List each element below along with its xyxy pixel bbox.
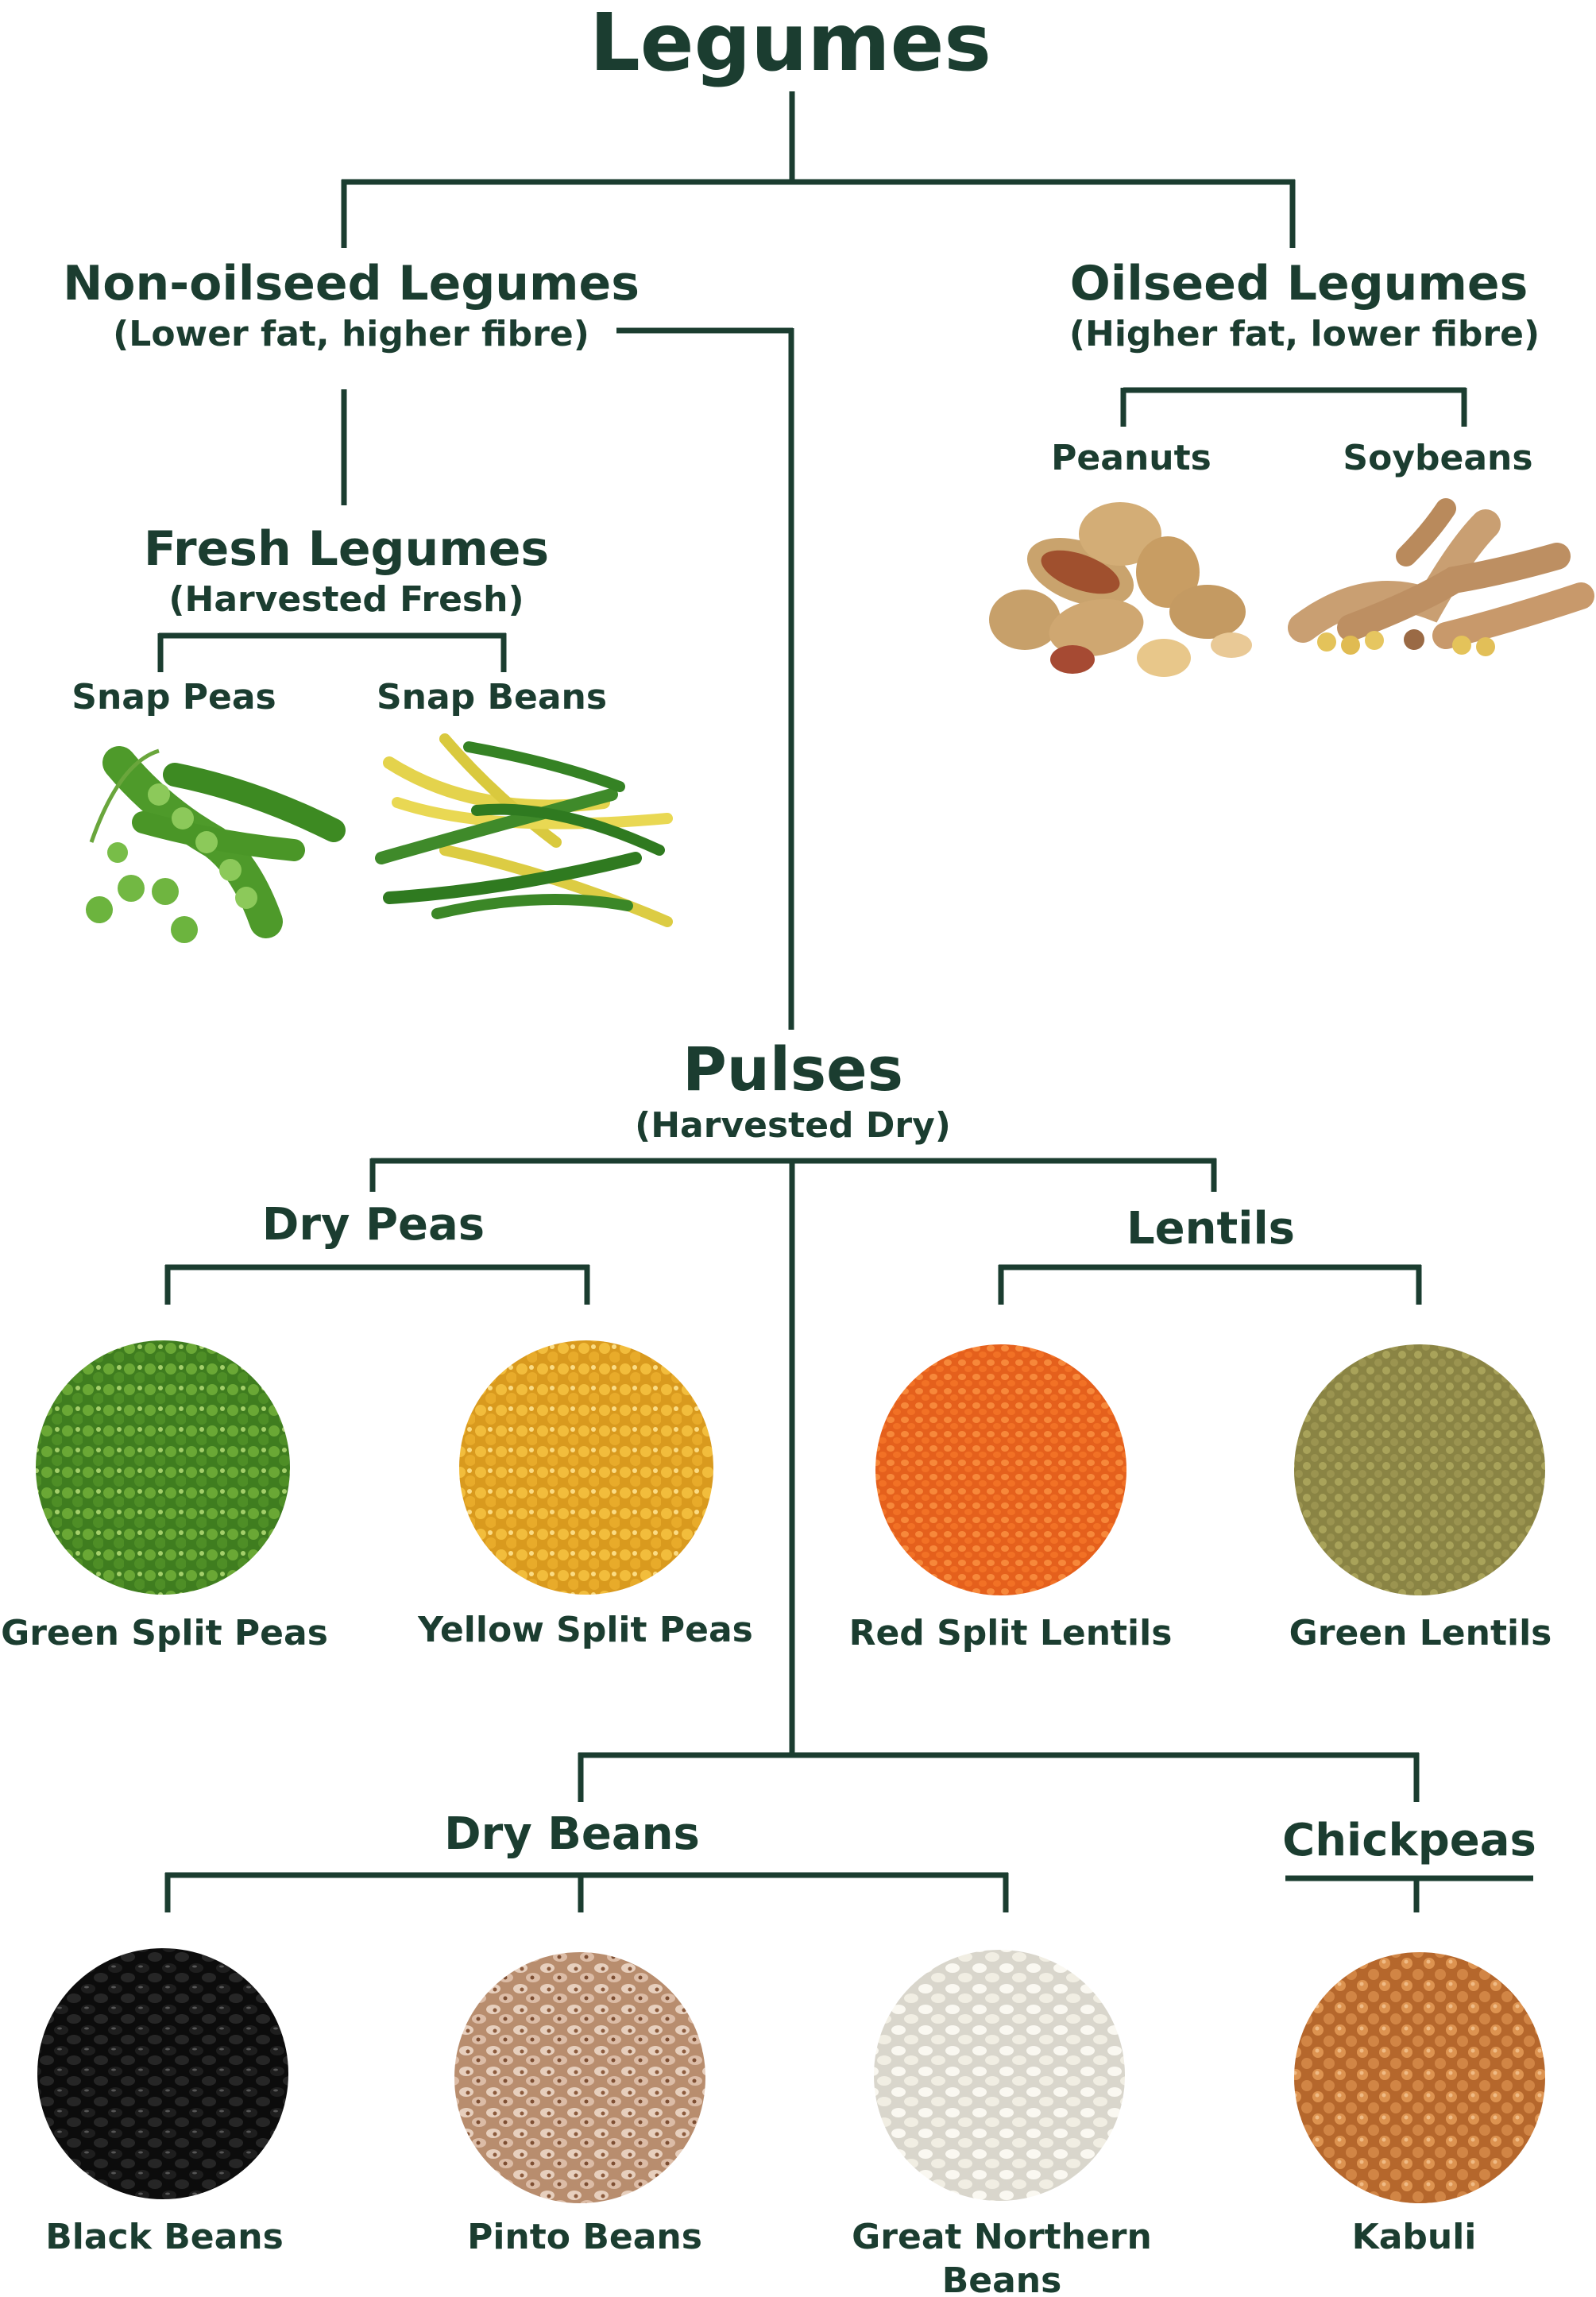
label-great-northern-beans: Beans bbox=[942, 2260, 1062, 2297]
fresh-subtitle: (Harvested Fresh) bbox=[168, 579, 524, 620]
label-pinto-beans: Pinto Beans bbox=[467, 2217, 702, 2257]
non-oilseed-subtitle: (Lower fat, higher fibre) bbox=[113, 314, 589, 354]
green-split-peas-image bbox=[36, 1340, 290, 1595]
dry-beans-title: Dry Beans bbox=[444, 1808, 700, 1860]
label-kabuli: Kabuli bbox=[1352, 2217, 1477, 2257]
kabuli-image bbox=[1294, 1952, 1545, 2203]
oilseed-subtitle: (Higher fat, lower fibre) bbox=[1069, 314, 1540, 354]
label-snap-peas: Snap Peas bbox=[71, 677, 276, 717]
page-title: Legumes bbox=[589, 0, 991, 89]
label-green-lentils: Green Lentils bbox=[1289, 1613, 1552, 1653]
peanuts-image bbox=[989, 502, 1252, 677]
label-black-beans: Black Beans bbox=[45, 2217, 284, 2257]
yellow-split-peas-image bbox=[459, 1340, 713, 1595]
label-soybeans: Soybeans bbox=[1343, 438, 1532, 478]
pinto-beans-image bbox=[454, 1952, 705, 2203]
label-green-split-peas: Green Split Peas bbox=[1, 1613, 328, 1653]
label-great-northern: Great Northern bbox=[852, 2217, 1152, 2257]
great-northern-beans-image bbox=[874, 1950, 1125, 2201]
pulses-subtitle: (Harvested Dry) bbox=[635, 1105, 951, 1146]
chickpeas-title: Chickpeas bbox=[1282, 1815, 1536, 1866]
fresh-title: Fresh Legumes bbox=[144, 521, 549, 577]
oilseed-title: Oilseed Legumes bbox=[1070, 256, 1528, 311]
soybeans-image bbox=[1303, 509, 1581, 656]
label-snap-beans: Snap Beans bbox=[377, 677, 607, 717]
dry-peas-title: Dry Peas bbox=[262, 1199, 485, 1251]
lentils-title: Lentils bbox=[1126, 1203, 1295, 1255]
snap-beans-image bbox=[381, 739, 667, 922]
green-lentils-image bbox=[1294, 1344, 1545, 1595]
label-yellow-split-peas: Yellow Split Peas bbox=[417, 1610, 753, 1650]
snap-peas-image bbox=[86, 751, 334, 943]
black-beans-image bbox=[37, 1948, 288, 2199]
non-oilseed-title: Non-oilseed Legumes bbox=[63, 256, 640, 311]
red-split-lentils-image bbox=[875, 1344, 1126, 1595]
label-peanuts: Peanuts bbox=[1051, 438, 1211, 478]
pulses-title: Pulses bbox=[682, 1034, 903, 1104]
label-red-split-lentils: Red Split Lentils bbox=[849, 1613, 1173, 1653]
